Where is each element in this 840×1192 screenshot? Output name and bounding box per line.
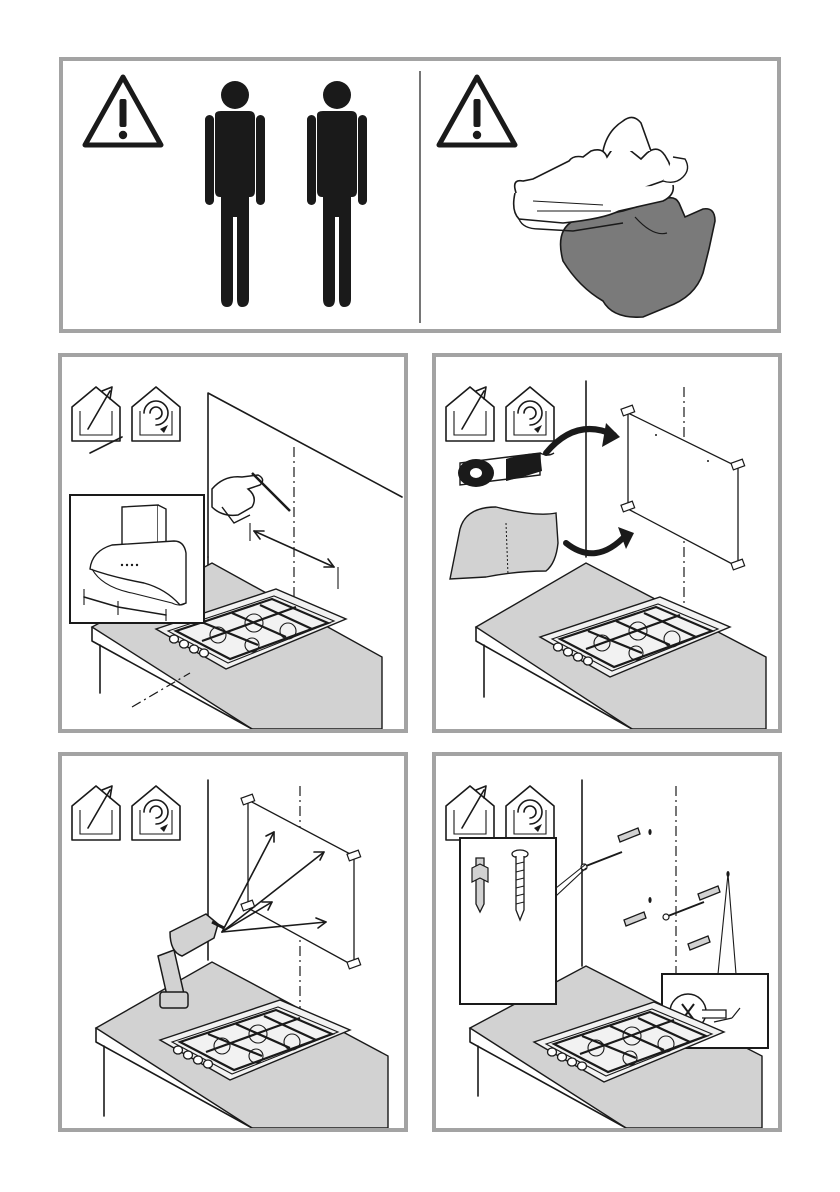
mark-wall-illustration bbox=[62, 357, 404, 729]
template-sheet bbox=[621, 405, 745, 570]
warning-illustration bbox=[63, 61, 777, 329]
person-icon bbox=[307, 81, 367, 307]
wall-plug-icon bbox=[618, 828, 720, 950]
person-icon bbox=[205, 81, 265, 307]
step-apply-template-panel bbox=[432, 353, 782, 733]
ducted-mode-icon bbox=[72, 387, 120, 441]
warning-icon bbox=[439, 77, 515, 145]
ducted-mode-icon bbox=[72, 786, 120, 840]
hood-detail-inset bbox=[70, 495, 204, 623]
recirculation-mode-icon bbox=[506, 387, 554, 441]
ducted-mode-icon bbox=[446, 786, 494, 840]
apply-template-illustration bbox=[436, 357, 778, 729]
warning-icon bbox=[85, 77, 161, 145]
template-paper-icon bbox=[450, 507, 558, 579]
fixings-inset bbox=[460, 838, 556, 1004]
step-plugs-screws-panel bbox=[432, 752, 782, 1132]
drill-holes-illustration bbox=[62, 756, 404, 1128]
step-drill-holes-panel bbox=[58, 752, 408, 1132]
hand-with-pen-icon bbox=[212, 473, 290, 523]
step-mark-wall-panel bbox=[58, 353, 408, 733]
tape-roll-icon bbox=[458, 453, 554, 487]
plugs-screws-illustration bbox=[436, 756, 778, 1128]
recirculation-mode-icon bbox=[132, 387, 180, 441]
recirculation-mode-icon bbox=[506, 786, 554, 840]
gloves-icon bbox=[514, 117, 715, 317]
recirculation-mode-icon bbox=[132, 786, 180, 840]
warning-panel bbox=[59, 57, 781, 333]
ducted-mode-icon bbox=[446, 387, 494, 441]
